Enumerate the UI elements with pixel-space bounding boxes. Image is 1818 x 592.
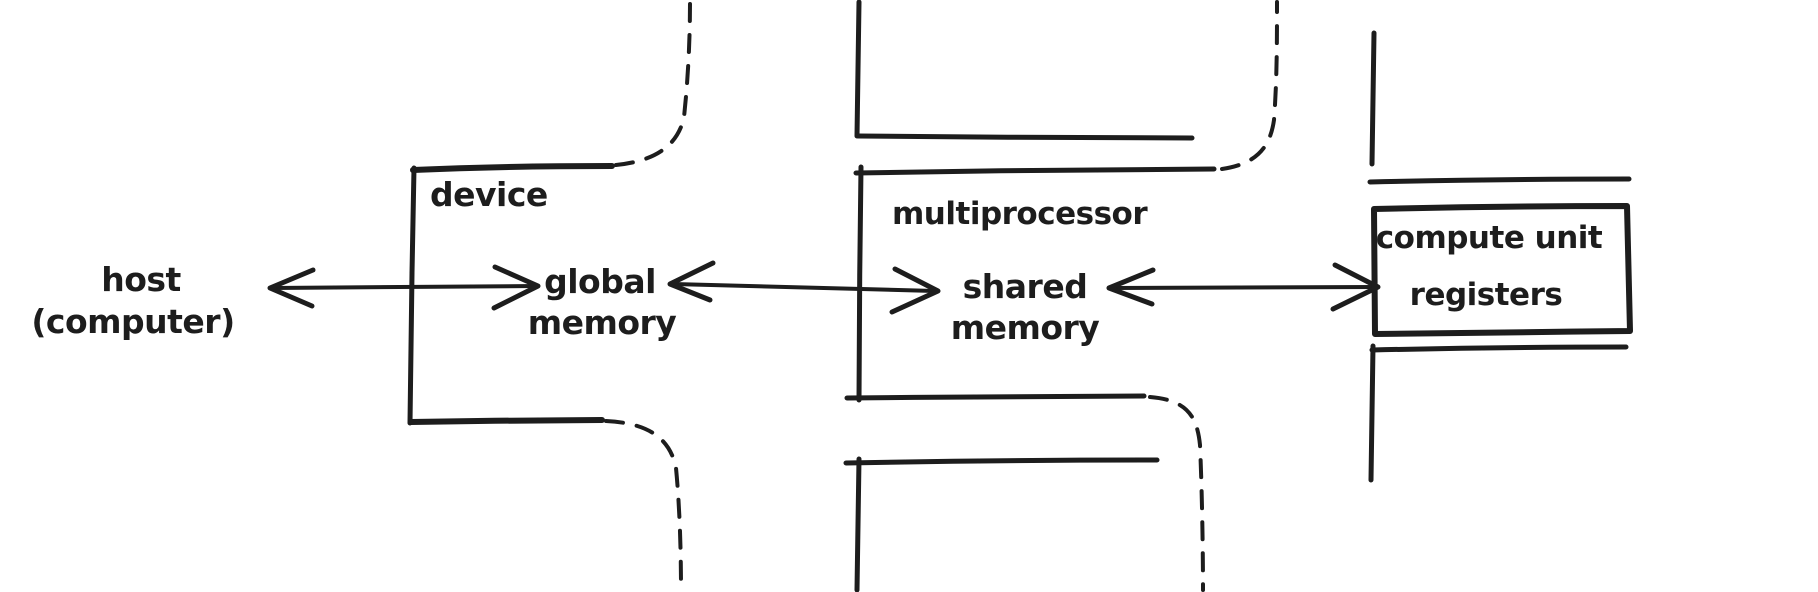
multiprocessor-label: multiprocessor — [892, 196, 1148, 232]
device-top-dashed-continuation — [614, 0, 692, 167]
arrow-host-global — [267, 264, 541, 311]
compute-unit-below-top-edge — [1369, 344, 1629, 353]
arrow-head-right-icon — [1330, 262, 1381, 312]
multiprocessor-top-edge — [853, 166, 1217, 176]
device-bottom-edge — [408, 417, 605, 425]
arrow-global-shared — [667, 260, 941, 315]
arrow-shaft — [671, 282, 937, 293]
arrow-head-right-icon — [889, 266, 941, 315]
shared-memory-label-line1: shared — [963, 267, 1088, 306]
device-top-edge — [410, 163, 615, 173]
device-left-edge — [407, 165, 417, 426]
device-bottom-dashed-continuation — [604, 419, 683, 592]
shared-memory-label-line2: memory — [951, 308, 1100, 347]
compute-unit-box — [1371, 203, 1633, 337]
arrow-head-left-icon — [267, 267, 316, 309]
global-memory-label-line2: memory — [528, 303, 677, 342]
arrow-head-left-icon — [667, 260, 716, 303]
host-label-line1: host — [101, 260, 181, 299]
multiprocessor-top-dashed-continuation — [1220, 0, 1279, 171]
multiprocessor-below-partial — [843, 456, 1160, 592]
arrow-shaft — [1108, 285, 1379, 290]
compute-unit-above-partial — [1367, 30, 1632, 185]
shared-memory-node: shared memory — [951, 267, 1100, 347]
compute-unit-above-bottom-edge — [1367, 176, 1632, 185]
multiprocessor-below-left-edge — [854, 456, 862, 592]
compute-unit-container: compute unit registers — [1371, 203, 1633, 337]
arrow-head-right-icon — [491, 264, 541, 311]
device-container: device — [407, 0, 692, 592]
arrow-head-left-icon — [1106, 267, 1156, 307]
global-memory-node: global memory — [528, 262, 677, 342]
multiprocessor-bottom-edge — [844, 393, 1147, 401]
multiprocessor-above-left-edge — [854, 0, 862, 139]
multiprocessor-bottom-dashed-continuation — [1148, 395, 1205, 592]
multiprocessor-below-top-edge — [843, 457, 1160, 466]
compute-unit-label: compute unit — [1376, 220, 1603, 256]
host-node: host (computer) — [31, 260, 235, 341]
host-label-line2: (computer) — [31, 302, 234, 341]
multiprocessor-container: multiprocessor — [844, 0, 1279, 592]
global-memory-label-line1: global — [544, 262, 656, 301]
multiprocessor-above-partial — [854, 0, 1195, 141]
device-label: device — [430, 175, 548, 214]
multiprocessor-above-bottom-edge — [855, 133, 1195, 141]
multiprocessor-left-edge — [856, 164, 864, 403]
arrow-shared-registers — [1106, 262, 1381, 312]
arrow-shaft — [270, 284, 538, 290]
registers-label: registers — [1410, 277, 1563, 313]
compute-unit-below-left-edge — [1368, 343, 1376, 483]
compute-unit-above-left-edge — [1369, 30, 1377, 167]
compute-unit-below-partial — [1368, 343, 1629, 483]
